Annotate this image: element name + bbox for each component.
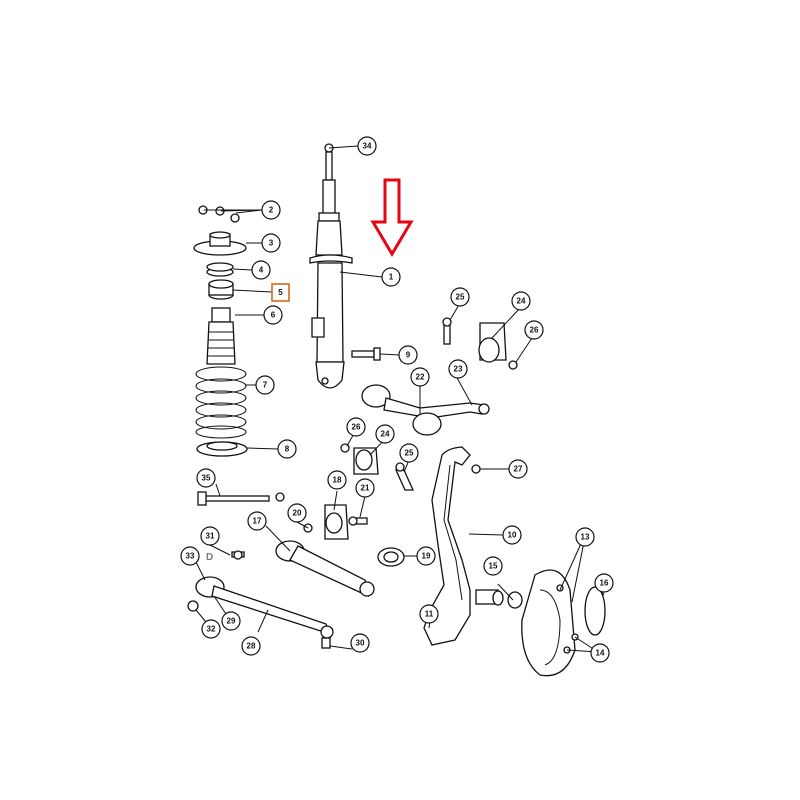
- callout-label: 21: [361, 484, 370, 493]
- callout-label: 18: [333, 476, 342, 485]
- callout-label: 1: [389, 273, 394, 282]
- callout-label: 17: [253, 517, 262, 526]
- callout-18[interactable]: 18: [327, 470, 347, 490]
- callout-16[interactable]: 16: [594, 573, 614, 593]
- callout-8[interactable]: 8: [277, 439, 297, 459]
- callout-22[interactable]: 22: [410, 367, 430, 387]
- callout-label: 3: [269, 239, 274, 248]
- callout-label: 20: [293, 509, 302, 518]
- callout-label: 16: [600, 579, 609, 588]
- callout-label: 34: [363, 142, 372, 151]
- callout-label: 30: [356, 639, 365, 648]
- callout-label: 24: [381, 430, 390, 439]
- callout-label: 25: [405, 449, 414, 458]
- callout-24-upper[interactable]: 24: [511, 291, 531, 311]
- callout-label: 28: [247, 642, 256, 651]
- callout-13[interactable]: 13: [575, 527, 595, 547]
- callout-11[interactable]: 11: [419, 604, 439, 624]
- lower-control-arms: [187, 540, 375, 649]
- callout-label: 6: [271, 311, 276, 320]
- callout-label: 26: [530, 326, 539, 335]
- callout-label: 7: [263, 381, 268, 390]
- callout-label: 27: [514, 465, 523, 474]
- callout-25-lower[interactable]: 25: [399, 443, 419, 463]
- callout-32[interactable]: 32: [201, 619, 221, 639]
- callout-label: 19: [422, 552, 431, 561]
- callout-21[interactable]: 21: [355, 478, 375, 498]
- callout-label: 33: [186, 552, 195, 561]
- callout-label: 14: [596, 649, 605, 658]
- callout-label: 29: [227, 617, 236, 626]
- callout-label: 26: [352, 423, 361, 432]
- middle-bushings: [275, 443, 415, 567]
- callout-6[interactable]: 6: [263, 305, 283, 325]
- callout-5-highlighted[interactable]: 5: [271, 283, 290, 302]
- callout-label: 15: [489, 562, 498, 571]
- detail-mark: D: [206, 552, 213, 563]
- spring-stack: [193, 205, 248, 457]
- callout-24-lower[interactable]: 24: [375, 424, 395, 444]
- callout-30[interactable]: 30: [350, 633, 370, 653]
- callout-35[interactable]: 35: [196, 468, 216, 488]
- long-bolt: [197, 491, 270, 506]
- callout-27[interactable]: 27: [508, 459, 528, 479]
- callout-1[interactable]: 1: [381, 267, 401, 287]
- callout-label: 11: [425, 610, 434, 619]
- callout-10[interactable]: 10: [502, 525, 522, 545]
- callout-label: 10: [508, 531, 517, 540]
- callout-label: 5: [278, 288, 283, 297]
- callout-26-lower[interactable]: 26: [346, 417, 366, 437]
- upper-control-arm: [361, 317, 518, 436]
- callout-label: 24: [517, 297, 526, 306]
- callout-31[interactable]: 31: [200, 526, 220, 546]
- callout-label: 9: [406, 351, 411, 360]
- callout-20[interactable]: 20: [287, 503, 307, 523]
- callout-label: 31: [206, 532, 215, 541]
- callout-label: 35: [202, 474, 211, 483]
- callout-29[interactable]: 29: [221, 611, 241, 631]
- splash-shield: [521, 569, 606, 677]
- callout-label: 25: [456, 293, 465, 302]
- callout-label: 8: [285, 445, 290, 454]
- red-down-arrow-icon: [370, 178, 414, 257]
- callout-17[interactable]: 17: [247, 511, 267, 531]
- callout-label: 4: [259, 266, 264, 275]
- callout-23[interactable]: 23: [448, 359, 468, 379]
- callout-28[interactable]: 28: [241, 636, 261, 656]
- callout-3[interactable]: 3: [261, 233, 281, 253]
- strut-assembly: [309, 143, 381, 389]
- callout-9[interactable]: 9: [398, 345, 418, 365]
- callout-25-upper[interactable]: 25: [450, 287, 470, 307]
- callout-19[interactable]: 19: [416, 546, 436, 566]
- callout-7[interactable]: 7: [255, 375, 275, 395]
- callout-label: 2: [269, 206, 274, 215]
- callout-label: 13: [581, 533, 590, 542]
- callout-label: 22: [416, 373, 425, 382]
- callout-label: 23: [454, 365, 463, 374]
- callout-label: 32: [207, 625, 216, 634]
- callout-2[interactable]: 2: [261, 200, 281, 220]
- callout-14[interactable]: 14: [590, 643, 610, 663]
- callout-34[interactable]: 34: [357, 136, 377, 156]
- callout-33[interactable]: 33: [180, 546, 200, 566]
- callout-26-upper[interactable]: 26: [524, 320, 544, 340]
- callout-4[interactable]: 4: [251, 260, 271, 280]
- steering-knuckle: [423, 446, 523, 646]
- callout-15[interactable]: 15: [483, 556, 503, 576]
